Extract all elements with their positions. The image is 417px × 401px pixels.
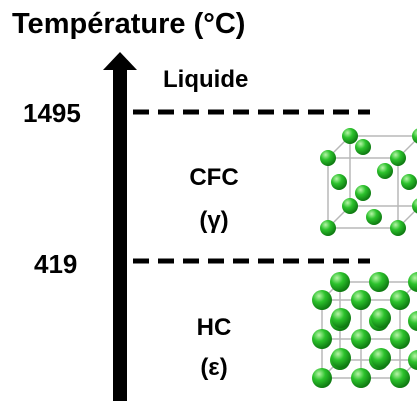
atom <box>366 209 382 225</box>
atom <box>351 329 371 349</box>
tick-label-1495: 1495 <box>23 98 81 128</box>
hcp-phase-symbol: (ε) <box>200 354 228 381</box>
atom <box>390 290 410 310</box>
atom <box>312 329 332 349</box>
atom <box>342 198 358 214</box>
fcc-phase-name: CFC <box>189 164 239 191</box>
atom <box>390 329 410 349</box>
atom <box>312 368 332 388</box>
temperature-axis-arrow <box>103 52 137 401</box>
atom <box>408 350 417 370</box>
hcp-phase-name: HC <box>196 314 232 341</box>
atom <box>377 163 393 179</box>
axis-title: Température (°C) <box>12 8 246 40</box>
atom <box>320 150 336 166</box>
atom <box>390 150 406 166</box>
atom <box>408 311 417 331</box>
fcc-phase-symbol: (γ) <box>199 207 229 234</box>
hcp-crystal-icon <box>312 272 417 388</box>
atom <box>330 272 350 292</box>
liquid-phase-label: Liquide <box>163 66 249 93</box>
atom <box>320 220 336 236</box>
atom <box>369 272 389 292</box>
atom <box>371 308 391 328</box>
tick-label-419: 419 <box>34 249 78 279</box>
atom <box>371 348 391 368</box>
fcc-crystal-icon <box>320 128 417 236</box>
atom <box>351 290 371 310</box>
atom <box>390 220 406 236</box>
atom <box>351 368 371 388</box>
atom <box>355 139 371 155</box>
atom <box>355 185 371 201</box>
atom <box>401 174 417 190</box>
atom <box>312 290 332 310</box>
atom <box>412 128 417 144</box>
atom <box>390 368 410 388</box>
atom <box>342 128 358 144</box>
atom <box>412 198 417 214</box>
atom <box>331 308 351 328</box>
atom <box>331 174 347 190</box>
atom <box>408 272 417 292</box>
atom <box>331 348 351 368</box>
